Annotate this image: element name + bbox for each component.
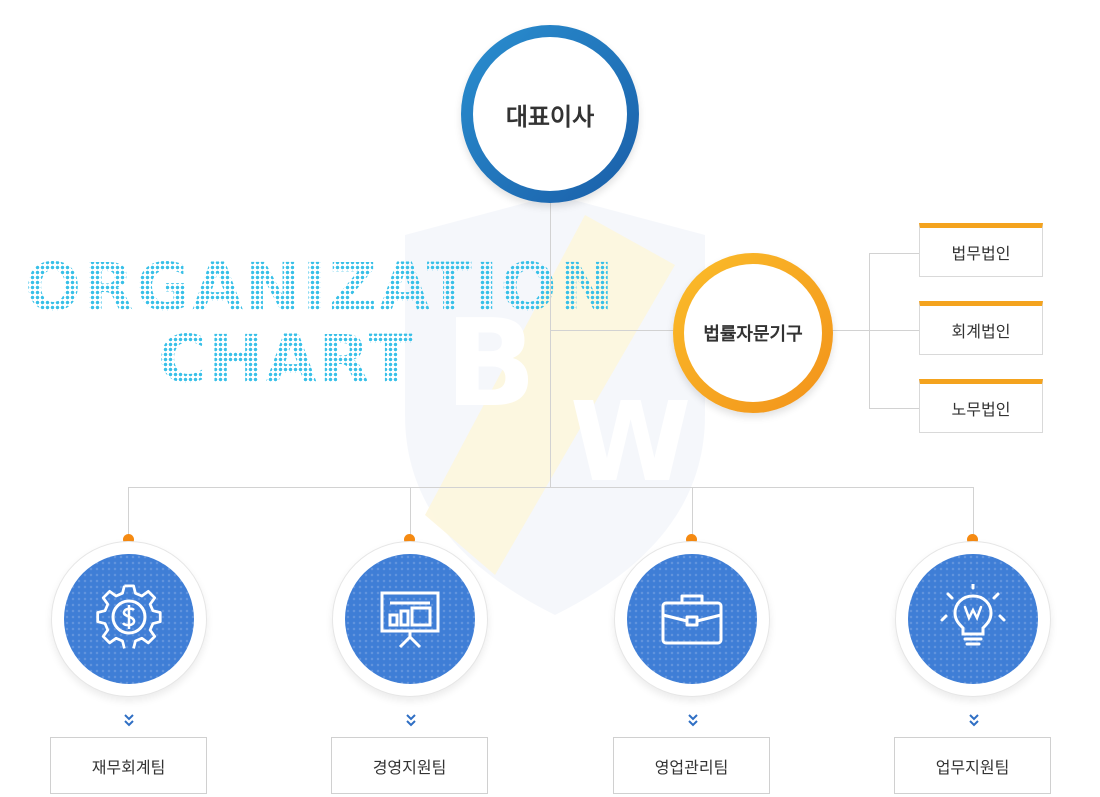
connector-dot <box>404 534 415 545</box>
connector-team-2 <box>410 487 411 541</box>
connector-team-1 <box>128 487 129 541</box>
connector-dot <box>686 534 697 545</box>
team-label-finance: 재무회계팀 <box>50 737 207 794</box>
connector-advisory-out <box>832 330 869 331</box>
briefcase-icon <box>661 594 723 645</box>
team-node <box>614 541 770 697</box>
team-icon-disc <box>627 554 757 684</box>
team-icon-disc <box>908 554 1038 684</box>
team-icon-disc <box>64 554 194 684</box>
team-icon-disc <box>345 554 475 684</box>
connector-dot <box>123 534 134 545</box>
team-label-management: 경영지원팀 <box>331 737 488 794</box>
chart-title-line-2: CHART <box>158 321 416 398</box>
advisory-label: 법률자문기구 <box>684 264 822 402</box>
firm-law: 법무법인 <box>919 223 1043 277</box>
team-label-sales: 영업관리팀 <box>613 737 770 794</box>
firm-labor: 노무법인 <box>919 379 1043 433</box>
team-node <box>895 541 1051 697</box>
lightbulb-icon <box>940 584 1006 646</box>
connector-team-3 <box>692 487 693 541</box>
watermark-letter-b: B <box>445 295 536 434</box>
connector-team-4 <box>973 487 974 541</box>
connector-firm-3 <box>869 408 919 409</box>
watermark-letter-w: W <box>570 378 691 506</box>
connector-firm-2 <box>869 330 919 331</box>
team-label-support: 업무지원팀 <box>894 737 1051 794</box>
connector-firm-1 <box>869 253 919 254</box>
chevron-down-icon <box>969 714 979 727</box>
connector-firms-vertical <box>869 253 870 409</box>
chevron-down-icon <box>406 714 416 727</box>
connector-ceo-vertical <box>550 203 551 487</box>
presentation-board-icon <box>380 591 440 649</box>
connector-dot <box>967 534 978 545</box>
connector-to-advisory <box>550 330 675 331</box>
team-node <box>51 541 207 697</box>
gear-dollar-icon <box>96 584 162 649</box>
firm-accounting: 회계법인 <box>919 301 1043 355</box>
chevron-down-icon <box>124 714 134 727</box>
ceo-label: 대표이사 <box>473 37 627 191</box>
ceo-node: 대표이사 <box>461 25 639 203</box>
advisory-node: 법률자문기구 <box>673 253 833 413</box>
chart-title-line-1: ORGANIZATION <box>25 249 616 326</box>
team-node <box>332 541 488 697</box>
chevron-down-icon <box>688 714 698 727</box>
connector-teams-horizontal <box>128 487 974 488</box>
